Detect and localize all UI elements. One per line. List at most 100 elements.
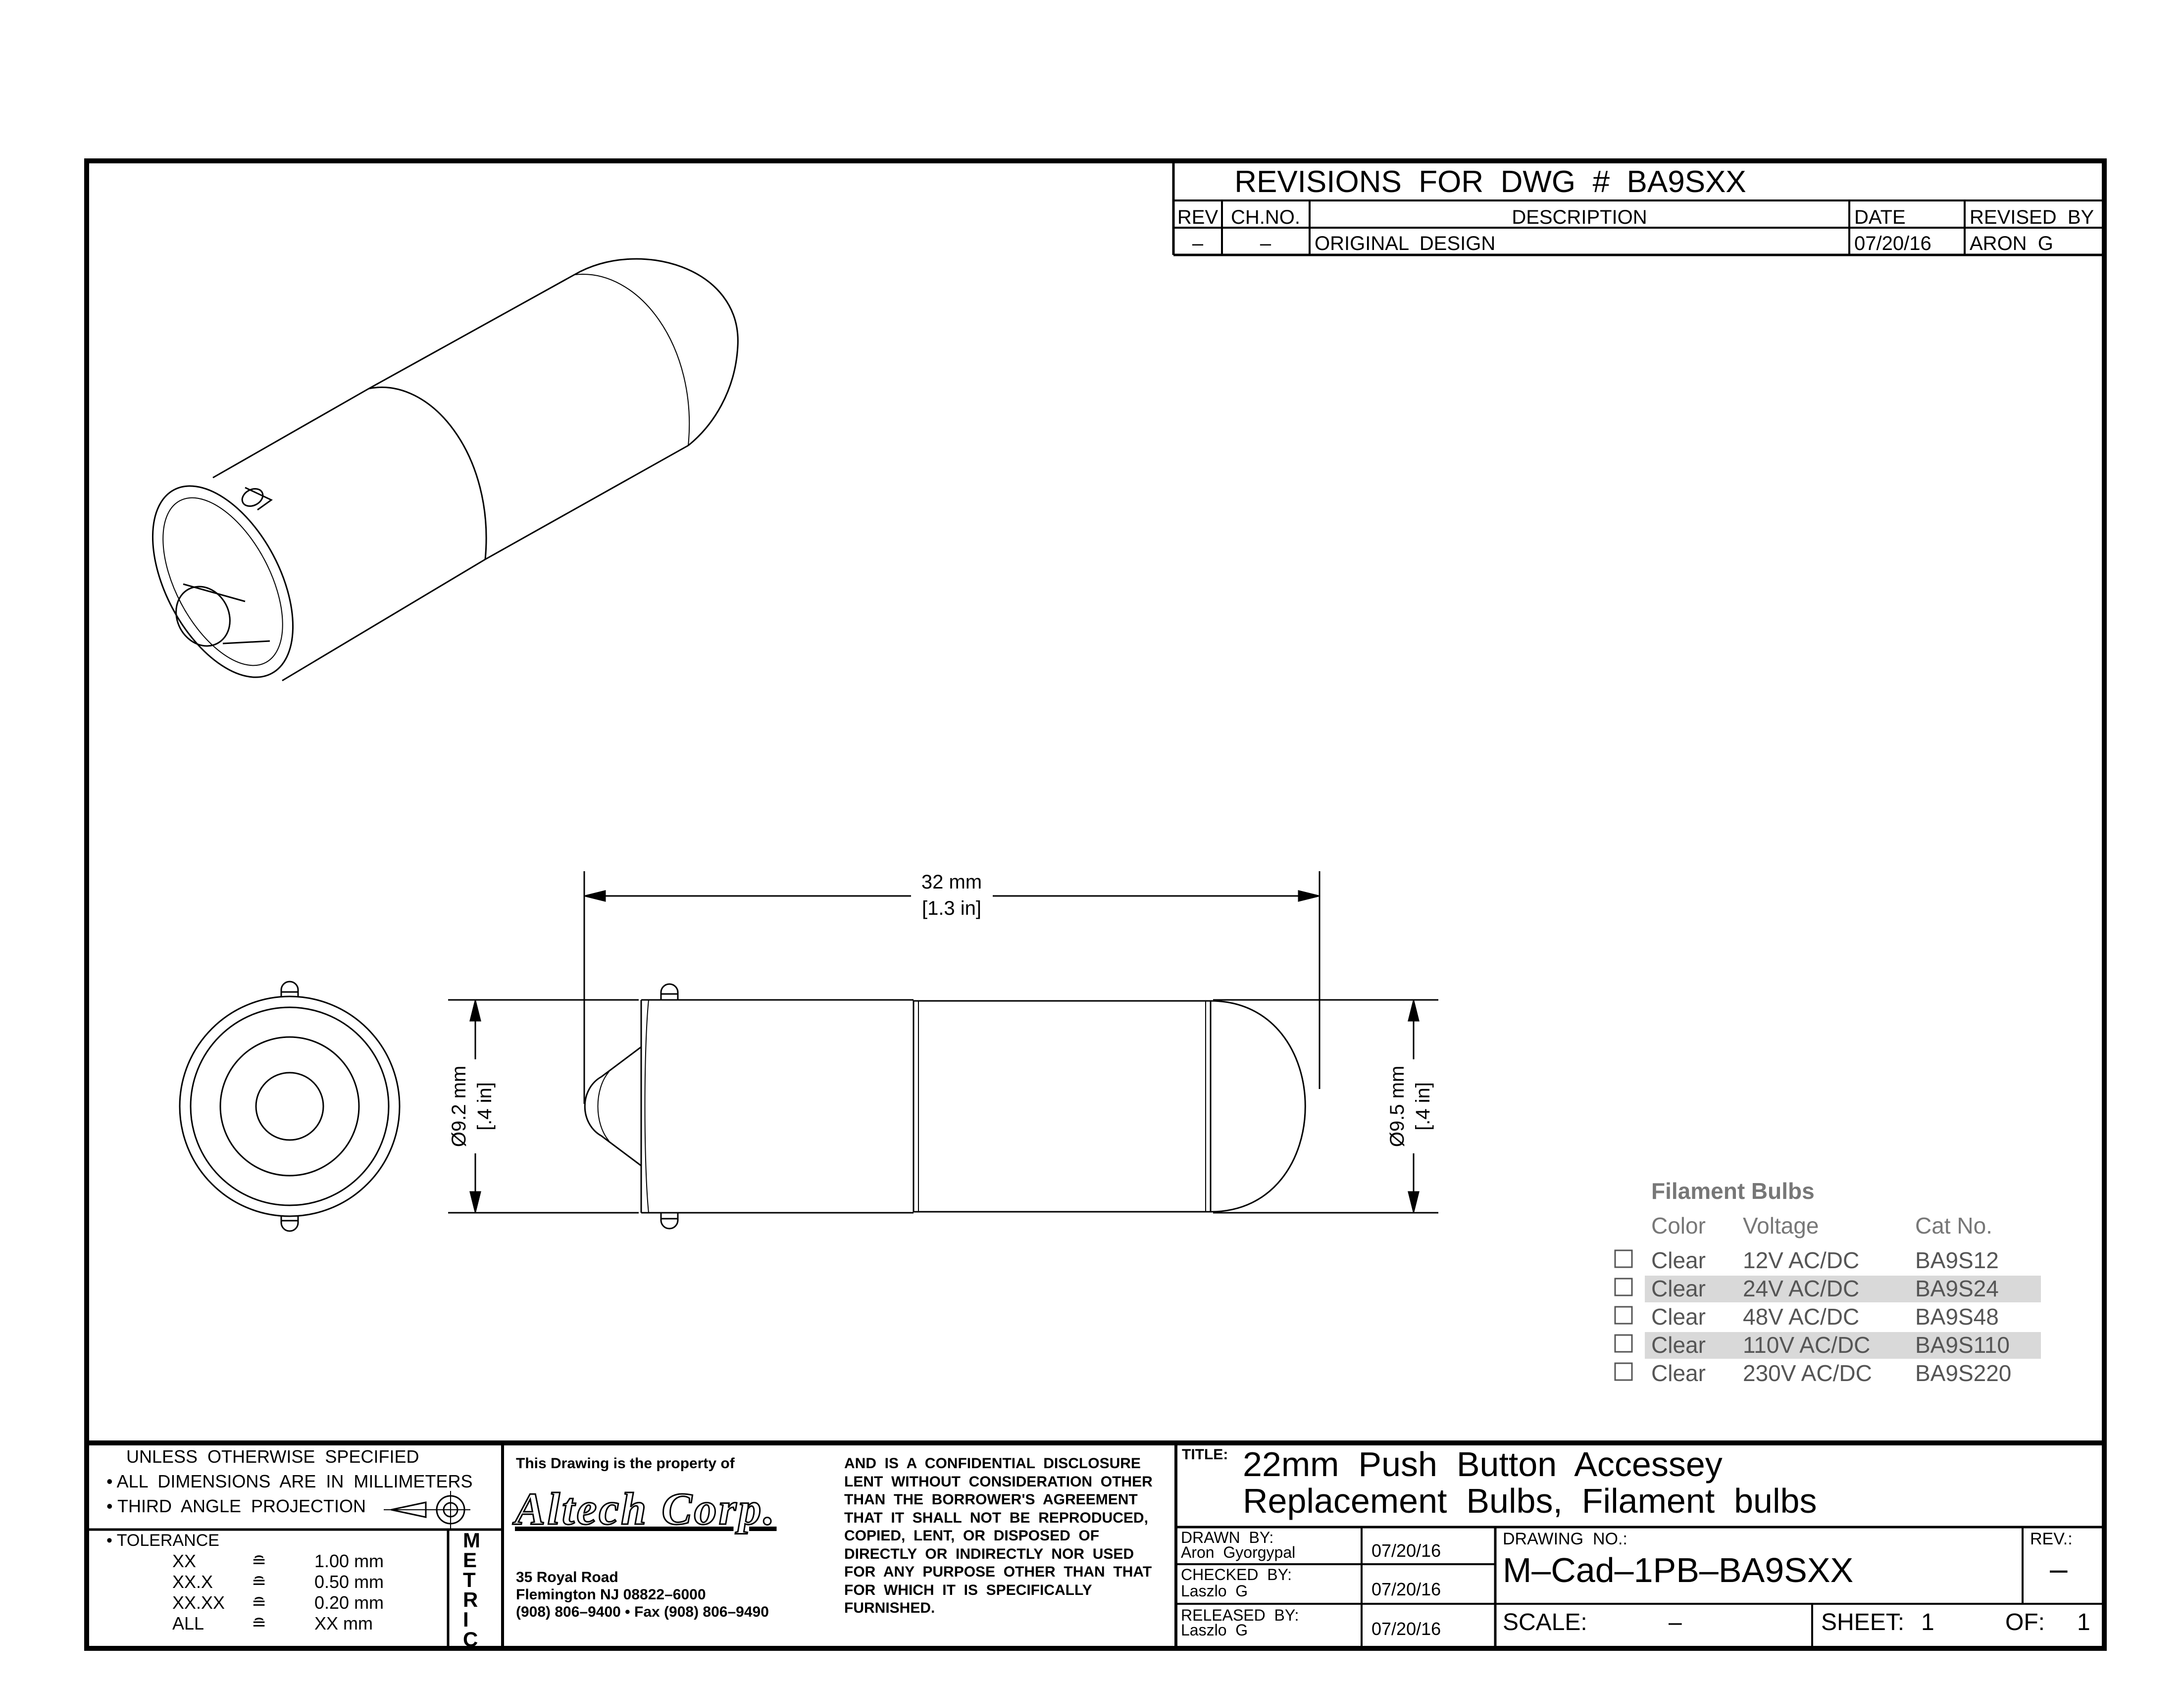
company-logo: Altech Corp. bbox=[514, 1483, 777, 1535]
catalog-cat-no: BA9S48 bbox=[1915, 1304, 1999, 1330]
drawn-by-label: DRAWN BY: bbox=[1181, 1529, 1274, 1546]
drawn-date: 07/20/16 bbox=[1371, 1540, 1441, 1561]
scale-value: – bbox=[1669, 1609, 1682, 1635]
rev-header-chno: CH.NO. bbox=[1231, 206, 1300, 228]
catalog-voltage: 12V AC/DC bbox=[1743, 1247, 1859, 1273]
metric-letter: R bbox=[463, 1588, 478, 1611]
address-line-3: (908) 806–9400 • Fax (908) 806–9490 bbox=[516, 1604, 769, 1620]
sheet-value: 1 bbox=[1921, 1609, 1934, 1635]
metric-letter: C bbox=[463, 1628, 478, 1651]
rev-row-revised-by: ARON G bbox=[1970, 233, 2053, 254]
scale-label: SCALE: bbox=[1503, 1609, 1587, 1635]
checked-by-name: Laszlo G bbox=[1181, 1582, 1248, 1600]
title-block-lines bbox=[87, 1440, 2104, 1648]
rev-row-date: 07/20/16 bbox=[1854, 233, 1931, 254]
tolerance-key: XX.X bbox=[172, 1572, 213, 1592]
tolerance-value: 1.00 mm bbox=[314, 1551, 384, 1571]
tolerance-symbol: ≘ bbox=[252, 1572, 267, 1592]
dimension-lines bbox=[448, 871, 1438, 1214]
metric-letter: E bbox=[463, 1548, 477, 1572]
base-diameter-mm-label: Ø9.2 mm bbox=[448, 1066, 470, 1147]
rev-header-rev: REV bbox=[1177, 206, 1219, 228]
confidential-line: FOR WHICH IT IS SPECIFICALLY bbox=[844, 1582, 1092, 1598]
confidential-line: DIRECTLY OR INDIRECTLY NOR USED bbox=[844, 1545, 1134, 1562]
tolerance-symbol: ≘ bbox=[252, 1613, 267, 1634]
confidential-line: LENT WITHOUT CONSIDERATION OTHER bbox=[844, 1473, 1153, 1490]
catalog-voltage: 110V AC/DC bbox=[1743, 1332, 1870, 1358]
drawing-border bbox=[84, 158, 2107, 1651]
catalog-row-checkbox[interactable] bbox=[1614, 1306, 1633, 1325]
tolerance-symbol: ≘ bbox=[252, 1592, 267, 1613]
unless-note: UNLESS OTHERWISE SPECIFIED bbox=[126, 1446, 419, 1467]
catalog-cat-no: BA9S12 bbox=[1915, 1247, 1999, 1273]
catalog-header-color: Color bbox=[1651, 1213, 1706, 1238]
catalog-voltage: 230V AC/DC bbox=[1743, 1360, 1872, 1386]
of-value: 1 bbox=[2077, 1609, 2090, 1635]
address-line-1: 35 Royal Road bbox=[516, 1569, 618, 1585]
checked-by-label: CHECKED BY: bbox=[1181, 1566, 1292, 1584]
isometric-bulb-view bbox=[152, 258, 739, 682]
rev-header-revised-by: REVISED BY bbox=[1970, 206, 2094, 228]
rev-row-chno: – bbox=[1260, 233, 1271, 254]
catalog-header-voltage: Voltage bbox=[1743, 1213, 1819, 1238]
tolerance-key: XX bbox=[172, 1551, 197, 1571]
rev-value: – bbox=[2050, 1551, 2068, 1586]
tolerance-symbol: ≘ bbox=[252, 1551, 267, 1571]
bulb-diameter-mm-label: Ø9.5 mm bbox=[1386, 1066, 1408, 1147]
drawn-by-name: Aron Gyorgypal bbox=[1181, 1543, 1296, 1561]
catalog-voltage: 48V AC/DC bbox=[1743, 1304, 1859, 1330]
property-note: This Drawing is the property of bbox=[516, 1455, 735, 1472]
catalog-table: Filament Bulbs Color Voltage Cat No. Cle… bbox=[1614, 1178, 2041, 1386]
end-view bbox=[179, 981, 401, 1232]
base-diameter-in-label: [.4 in] bbox=[474, 1082, 496, 1131]
confidential-line: FOR ANY PURPOSE OTHER THAN THAT bbox=[844, 1564, 1152, 1580]
catalog-cat-no: BA9S110 bbox=[1915, 1332, 2010, 1358]
confidential-line: THAT IT SHALL NOT BE REPRODUCED, bbox=[844, 1509, 1148, 1526]
rev-row-description: ORIGINAL DESIGN bbox=[1315, 233, 1495, 254]
length-in-label: [1.3 in] bbox=[922, 897, 981, 919]
catalog-row-checkbox[interactable] bbox=[1614, 1362, 1633, 1381]
catalog-row-checkbox[interactable] bbox=[1614, 1249, 1633, 1268]
tolerance-value: XX mm bbox=[314, 1613, 373, 1634]
catalog-row-shading bbox=[1645, 1276, 2041, 1302]
metric-letter: T bbox=[463, 1568, 476, 1591]
catalog-row-checkbox[interactable] bbox=[1614, 1334, 1633, 1353]
title-line-1: 22mm Push Button Accessey bbox=[1243, 1445, 1723, 1484]
rev-header-description: DESCRIPTION bbox=[1512, 206, 1647, 228]
confidential-line: AND IS A CONFIDENTIAL DISCLOSURE bbox=[844, 1455, 1141, 1472]
confidential-line: THAN THE BORROWER'S AGREEMENT bbox=[844, 1491, 1138, 1508]
catalog-header-cat-no: Cat No. bbox=[1915, 1213, 1992, 1238]
catalog-color: Clear bbox=[1651, 1276, 1706, 1301]
rev-row-rev: – bbox=[1192, 233, 1204, 254]
third-angle-projection-icon bbox=[384, 1491, 470, 1529]
sheet-label: SHEET: bbox=[1821, 1609, 1905, 1635]
rev-label: REV.: bbox=[2030, 1530, 2073, 1548]
catalog-color: Clear bbox=[1651, 1304, 1706, 1330]
catalog-cat-no: BA9S220 bbox=[1915, 1360, 2011, 1386]
projection-note: • THIRD ANGLE PROJECTION bbox=[106, 1496, 366, 1516]
catalog-voltage: 24V AC/DC bbox=[1743, 1276, 1859, 1301]
tolerance-key: XX.XX bbox=[172, 1592, 225, 1613]
side-view bbox=[584, 983, 1306, 1230]
revisions-title: REVISIONS FOR DWG # BA9SXX bbox=[1234, 165, 1746, 199]
tolerance-label: • TOLERANCE bbox=[106, 1531, 219, 1550]
revisions-table bbox=[1172, 161, 2104, 256]
released-date: 07/20/16 bbox=[1371, 1619, 1441, 1639]
of-label: OF: bbox=[2005, 1609, 2045, 1635]
tolerance-value: 0.20 mm bbox=[314, 1592, 384, 1613]
confidential-line: COPIED, LENT, OR DISPOSED OF bbox=[844, 1528, 1100, 1544]
tolerance-value: 0.50 mm bbox=[314, 1572, 384, 1592]
catalog-row-checkbox[interactable] bbox=[1614, 1278, 1633, 1296]
rev-header-date: DATE bbox=[1854, 206, 1906, 228]
tolerance-key: ALL bbox=[172, 1613, 204, 1634]
address-line-2: Flemington NJ 08822–6000 bbox=[516, 1586, 706, 1603]
confidential-line: FURNISHED. bbox=[844, 1600, 935, 1616]
released-by-label: RELEASED BY: bbox=[1181, 1606, 1299, 1624]
catalog-cat-no: BA9S24 bbox=[1915, 1276, 1999, 1301]
dimensions-note: • ALL DIMENSIONS ARE IN MILLIMETERS bbox=[106, 1471, 473, 1491]
bulb-diameter-in-label: [.4 in] bbox=[1412, 1082, 1434, 1131]
checked-date: 07/20/16 bbox=[1371, 1579, 1441, 1599]
title-label: TITLE: bbox=[1182, 1446, 1228, 1463]
drawing-number-label: DRAWING NO.: bbox=[1503, 1530, 1627, 1548]
catalog-row-shading bbox=[1645, 1332, 2041, 1359]
